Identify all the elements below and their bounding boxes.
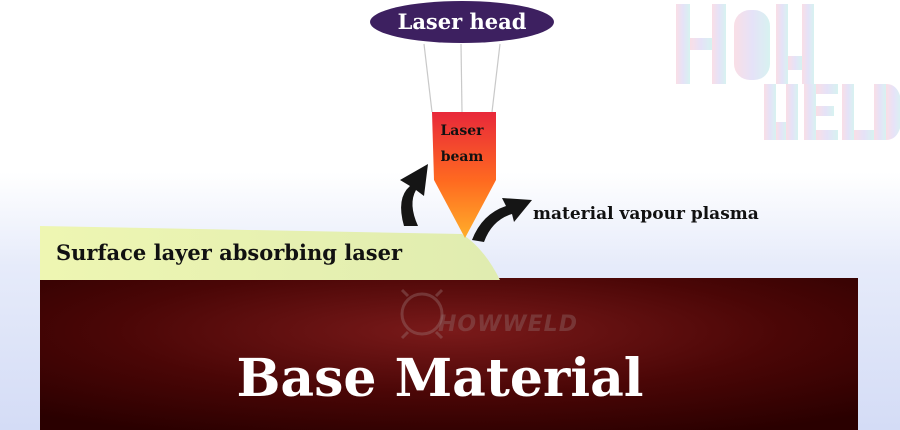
plasma-arrow-left	[400, 164, 428, 226]
laser-beam-label: Laser beam	[440, 123, 484, 165]
laser-head-label: Laser head	[397, 9, 527, 34]
center-watermark-text: HOWWELD	[438, 312, 578, 337]
surface-layer-band	[40, 226, 500, 280]
plasma-label: material vapour plasma	[533, 204, 759, 224]
corner-watermark-logo	[676, 4, 900, 140]
base-material-label: Base Material	[236, 348, 644, 409]
base-material-block	[40, 278, 858, 430]
laser-head-ellipse	[370, 1, 554, 43]
surface-layer-label: Surface layer absorbing laser	[56, 240, 403, 265]
center-watermark-emblem	[400, 288, 444, 340]
plasma-arrow-right	[472, 198, 532, 242]
laser-beam-shape	[432, 112, 496, 238]
laser-head-guide-lines	[423, 43, 501, 113]
